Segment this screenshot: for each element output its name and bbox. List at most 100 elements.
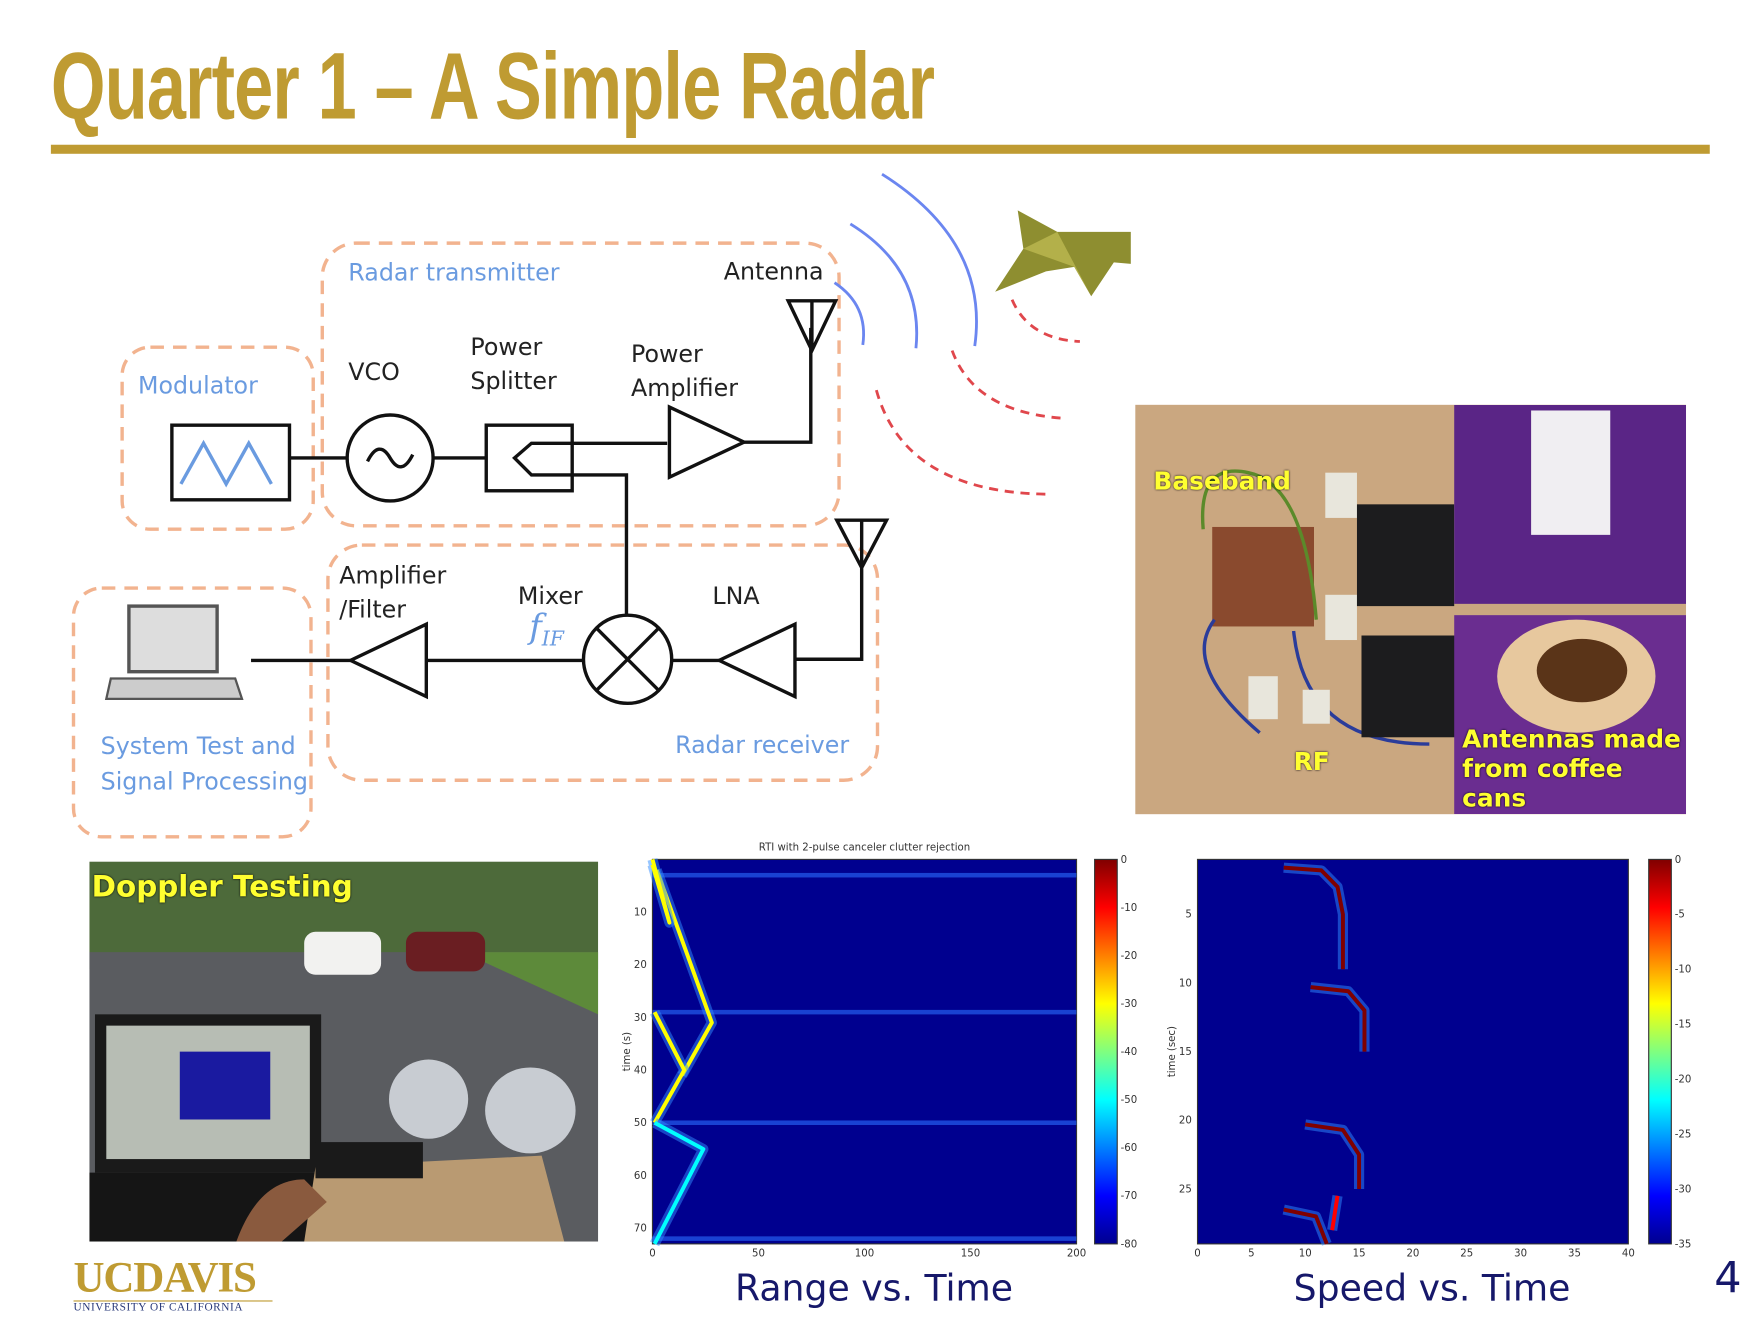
radar-receiver-label: Radar receiver xyxy=(675,731,850,759)
lna-label: LNA xyxy=(712,582,760,610)
colorbar-tick-label: -40 xyxy=(1121,1047,1138,1058)
power-amplifier-icon xyxy=(667,404,749,480)
x-tick-label: 50 xyxy=(752,1248,765,1258)
ucdavis-logo: UCDAVIS UNIVERSITY OF CALIFORNIA xyxy=(73,1256,273,1314)
rx-antenna-icon xyxy=(794,518,890,661)
x-tick-label: 10 xyxy=(1299,1248,1312,1258)
x-tick-label: 100 xyxy=(855,1248,874,1258)
rf-label: RF xyxy=(1293,748,1330,777)
y-tick-label: 50 xyxy=(634,1118,647,1129)
hardware-photo-illustration xyxy=(1135,404,1687,815)
clutter-row xyxy=(652,1120,1077,1126)
x-tick-label: 0 xyxy=(649,1248,655,1258)
clutter-row xyxy=(652,1009,1077,1015)
laptop-icon xyxy=(104,604,244,700)
x-tick-label: 0 xyxy=(1194,1248,1200,1258)
amplifier-filter-icon xyxy=(346,621,429,700)
y-tick-label: 20 xyxy=(634,960,647,971)
system-label-2: Signal Processing xyxy=(100,767,308,795)
y-tick-label: 25 xyxy=(1179,1184,1192,1195)
y-tick-label: 15 xyxy=(1179,1047,1192,1058)
system-box xyxy=(71,586,313,839)
doppler-testing-photo: Doppler Testing xyxy=(89,861,599,1242)
fif-symbol: f xyxy=(529,607,542,647)
x-tick-label: 5 xyxy=(1248,1248,1254,1258)
ridge-trace xyxy=(652,1121,706,1245)
radar-block-diagram xyxy=(71,172,1131,839)
y-tick-label: 40 xyxy=(634,1065,647,1076)
antennas-label-1: Antennas made xyxy=(1462,725,1681,755)
ridge-trace xyxy=(1283,1207,1329,1245)
colorbar xyxy=(1094,858,1118,1245)
power-splitter-label-2: Splitter xyxy=(470,367,557,395)
colorbar-tick-label: -20 xyxy=(1121,951,1138,962)
ridge-trace xyxy=(650,858,672,925)
modulator-label: Modulator xyxy=(137,372,258,400)
logo-subtitle: UNIVERSITY OF CALIFORNIA xyxy=(73,1300,273,1314)
transmitter-box xyxy=(320,241,841,528)
ridge-trace xyxy=(652,1011,687,1124)
plot-area xyxy=(1196,858,1629,1245)
y-tick-label: 10 xyxy=(1179,978,1192,989)
ridge-trace xyxy=(1304,1122,1362,1189)
amplifier-filter-label-1: Amplifier xyxy=(339,562,447,590)
colorbar-tick-label: -10 xyxy=(1675,965,1692,976)
ridge-trace xyxy=(1310,985,1367,1052)
colorbar-tick-label: 0 xyxy=(1121,855,1127,866)
title-underline xyxy=(50,144,1710,154)
fif-label: fIF xyxy=(529,610,564,657)
x-tick-label: 30 xyxy=(1514,1248,1527,1258)
slide-title: Quarter 1 – A Simple Radar xyxy=(50,32,935,140)
hardware-photo: Baseband RF Antennas made from coffee ca… xyxy=(1135,404,1687,815)
lna-icon xyxy=(715,621,797,700)
power-amplifier-label-1: Power xyxy=(630,340,703,368)
receiver-box xyxy=(326,543,880,782)
ridge-trace xyxy=(654,869,714,1077)
speed-vs-time-chart: 0510152025303540510152025velocity (m/s)t… xyxy=(1167,855,1692,1259)
colorbar-tick-label: -20 xyxy=(1675,1074,1692,1085)
mixer-label: Mixer xyxy=(517,582,583,610)
amplifier-filter-label-2: /Filter xyxy=(339,595,407,624)
y-tick-label: 5 xyxy=(1185,910,1191,921)
airplane-icon xyxy=(995,210,1131,297)
fif-subscript: IF xyxy=(541,627,564,652)
y-tick-label: 20 xyxy=(1179,1116,1192,1127)
doppler-testing-label: Doppler Testing xyxy=(91,870,353,905)
x-tick-label: 40 xyxy=(1622,1248,1635,1258)
colorbar-tick-label: -80 xyxy=(1121,1239,1138,1250)
y-tick-label: 60 xyxy=(634,1171,647,1182)
modulator-block xyxy=(170,423,292,502)
colorbar-tick-label: -70 xyxy=(1121,1191,1138,1202)
y-tick-label: 30 xyxy=(634,1013,647,1024)
colorbar-tick-label: -35 xyxy=(1675,1239,1692,1250)
tx-antenna-icon xyxy=(785,299,839,355)
chart-title: RTI with 2-pulse canceler clutter reject… xyxy=(759,842,970,853)
speed-vs-time-caption: Speed vs. Time xyxy=(1293,1266,1571,1310)
colorbar-tick-label: -25 xyxy=(1675,1129,1692,1140)
antennas-label-2: from coffee xyxy=(1462,755,1623,784)
vco-label: VCO xyxy=(348,358,400,386)
page-number: 4 xyxy=(1714,1252,1742,1303)
system-label-1: System Test and xyxy=(100,732,296,760)
colorbar-tick-label: -10 xyxy=(1121,903,1138,914)
transmit-waves-icon xyxy=(833,172,978,349)
colorbar-tick-label: -15 xyxy=(1675,1020,1692,1031)
power-splitter-label-1: Power xyxy=(470,333,543,361)
x-tick-label: 35 xyxy=(1568,1248,1581,1258)
colorbar-tick-label: -30 xyxy=(1121,999,1138,1010)
clutter-row xyxy=(652,872,1077,878)
power-splitter-block xyxy=(484,423,574,493)
clutter-row xyxy=(652,1236,1077,1241)
x-tick-label: 200 xyxy=(1067,1248,1086,1258)
colorbar-tick-label: -60 xyxy=(1121,1143,1138,1154)
x-tick-label: 15 xyxy=(1353,1248,1366,1258)
ridge-trace xyxy=(1330,1195,1340,1231)
colorbar-tick-label: -5 xyxy=(1675,910,1685,921)
x-tick-label: 25 xyxy=(1460,1248,1473,1258)
triangle-wave-icon xyxy=(179,439,273,488)
radar-transmitter-label: Radar transmitter xyxy=(348,258,560,287)
colorbar-tick-label: -50 xyxy=(1121,1095,1138,1106)
modulator-box xyxy=(120,345,315,531)
echo-waves-icon xyxy=(875,299,1080,496)
